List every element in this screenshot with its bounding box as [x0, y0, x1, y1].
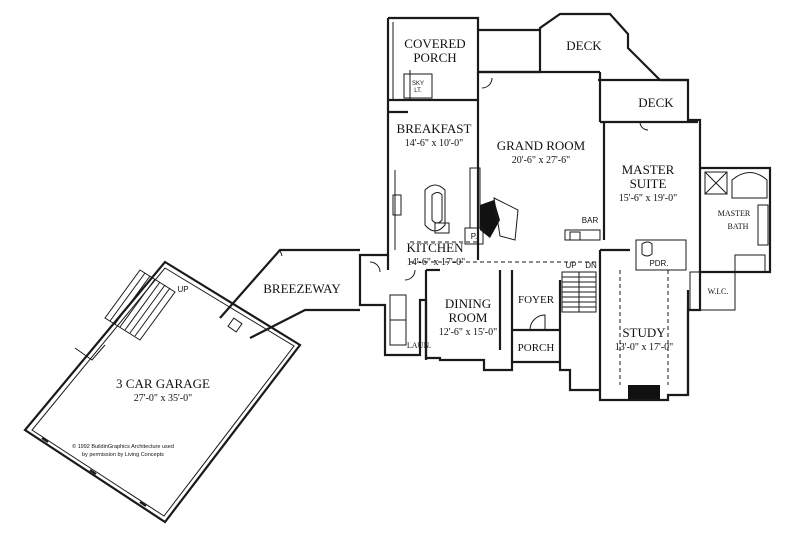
deck-lower-label: DECK	[638, 95, 674, 110]
kitchen-label: KITCHEN	[406, 240, 464, 255]
grand-room-label: GRAND ROOM	[497, 138, 586, 153]
stair-down-label: DN	[585, 261, 597, 270]
master-suite-dims: 15'-6" x 19'-0"	[619, 193, 677, 204]
breezeway-label: BREEZEWAY	[263, 281, 341, 296]
stair-up-label: UP	[565, 261, 576, 270]
master-suite-label-1: MASTER	[622, 162, 675, 177]
copyright-line-2: by permission by Living Concepts	[82, 452, 164, 458]
master-suite-label-2: SUITE	[630, 176, 667, 191]
copyright-line-1: © 1992 BuildinGraphics Architecture used	[72, 443, 174, 450]
garage-stair-up-label: UP	[177, 285, 188, 294]
bar-label: BAR	[582, 216, 599, 225]
laundry-label: LAUN.	[407, 341, 431, 350]
powder-label: PDR.	[649, 259, 668, 268]
dining-room-dims: 12'-6" x 15'-0"	[439, 327, 497, 338]
garage-walls	[23, 260, 302, 524]
dining-room-label-2: ROOM	[448, 310, 487, 325]
master-bath-label-2: BATH	[728, 222, 749, 231]
deck-upper-label: DECK	[566, 38, 602, 53]
covered-porch-label-2: PORCH	[413, 50, 456, 65]
foyer-label: FOYER	[518, 294, 555, 306]
breezeway-walls	[219, 248, 360, 339]
garage-dims: 27'-0" x 35'-0"	[134, 393, 192, 404]
pantry-label: P.	[471, 232, 478, 241]
covered-porch-label-1: COVERED	[404, 36, 465, 51]
study-label: STUDY	[622, 325, 666, 340]
sky-light-label-2: LT.	[414, 88, 422, 94]
master-bath-label-1: MASTER	[718, 209, 751, 218]
grand-room-dims: 20'-6" x 27'-6"	[512, 155, 570, 166]
dining-room-label-1: DINING	[445, 296, 491, 311]
sky-light-label-1: SKY	[412, 81, 424, 87]
house-walls	[358, 12, 772, 402]
breakfast-dims: 14'-6" x 10'-0"	[405, 138, 463, 149]
breakfast-label: BREAKFAST	[397, 121, 472, 136]
porch-label: PORCH	[518, 342, 555, 354]
study-dims: 13'-0" x 17'-0"	[615, 342, 673, 353]
wic-label: W.I.C.	[708, 287, 729, 296]
kitchen-dims: 14'-6" x 17'-0"	[407, 257, 465, 268]
garage-label: 3 CAR GARAGE	[116, 376, 210, 391]
